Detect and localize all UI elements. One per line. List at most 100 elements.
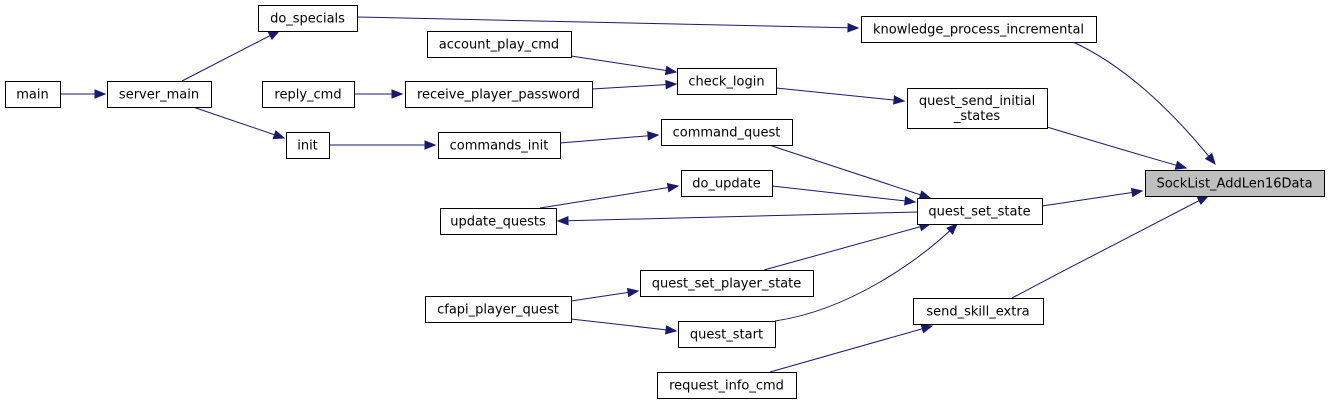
node-quest_start[interactable]: quest_start — [678, 321, 776, 348]
node-send_skill_extra[interactable]: send_skill_extra — [913, 298, 1044, 325]
node-cfapi_player_quest[interactable]: cfapi_player_quest — [425, 296, 572, 323]
node-label: commands_init — [450, 139, 549, 154]
edge-line — [1072, 41, 1216, 165]
edge-line — [192, 106, 285, 139]
node-box — [425, 296, 572, 323]
node-box — [657, 372, 797, 399]
node-box — [107, 81, 212, 108]
edge-knowledge_process_incremental-to-SockList_AddLen16Data — [1072, 41, 1216, 166]
arrowhead-icon — [424, 140, 437, 150]
edge-quest_set_state-to-SockList_AddLen16Data — [1041, 187, 1144, 207]
arrowhead-icon — [1196, 195, 1210, 205]
edge-command_quest-to-quest_set_state — [768, 144, 932, 200]
edge-line — [768, 144, 931, 199]
node-label: main — [16, 88, 48, 103]
edge-quest_send_initial_states-to-SockList_AddLen16Data — [1046, 126, 1188, 170]
arrowhead-icon — [920, 324, 934, 334]
node-label: account_play_cmd — [439, 38, 559, 53]
node-label: do_specials — [270, 12, 345, 27]
node-label: quest_send_initial — [919, 94, 1035, 109]
node-quest_set_player_state[interactable]: quest_set_player_state — [640, 270, 814, 297]
edge-line — [763, 223, 931, 271]
edge-update_quests-to-do_update — [539, 182, 680, 209]
arrowhead-icon — [893, 95, 906, 105]
edge-line — [1041, 190, 1143, 207]
node-commands_init[interactable]: commands_init — [438, 132, 561, 159]
edge-line — [771, 185, 916, 203]
arrowhead-icon — [267, 30, 281, 41]
node-label: receive_player_password — [417, 88, 580, 103]
arrowhead-icon — [665, 79, 678, 90]
arrowhead-icon — [847, 23, 860, 33]
node-label: update_quests — [450, 215, 546, 230]
arrowhead-icon — [94, 89, 107, 99]
edge-line — [591, 83, 677, 90]
node-label: SockList_AddLen16Data — [1156, 177, 1312, 192]
edge-line — [570, 290, 639, 302]
edge-line — [774, 223, 958, 322]
node-quest_send_initial_states[interactable]: quest_send_initial_states — [907, 88, 1048, 129]
edge-account_play_cmd-to-check_login — [570, 55, 678, 76]
node-request_info_cmd[interactable]: request_info_cmd — [657, 372, 797, 399]
node-label: quest_set_state — [928, 205, 1030, 220]
edge-line — [557, 211, 918, 222]
node-label: server_main — [119, 88, 199, 103]
node-box — [913, 298, 1044, 325]
edge-line — [570, 55, 677, 73]
edge-main-to-server_main — [60, 89, 107, 99]
node-box — [917, 198, 1043, 225]
node-init[interactable]: init — [286, 132, 330, 159]
arrowhead-icon — [1174, 160, 1188, 170]
node-label: do_update — [692, 177, 761, 192]
node-do_specials[interactable]: do_specials — [258, 5, 358, 32]
arrowhead-icon — [666, 182, 680, 193]
arrowhead-icon — [665, 325, 678, 335]
node-box — [438, 132, 561, 159]
node-box — [5, 81, 61, 108]
arrowhead-icon — [904, 196, 917, 206]
node-label: init — [297, 139, 318, 154]
node-SockList_AddLen16Data[interactable]: SockList_AddLen16Data — [1145, 170, 1325, 197]
edge-line — [775, 87, 905, 102]
arrowhead-icon — [918, 190, 932, 200]
node-label: knowledge_process_incremental — [873, 23, 1084, 38]
arrowhead-icon — [946, 223, 958, 235]
node-update_quests[interactable]: update_quests — [440, 208, 557, 235]
node-reply_cmd[interactable]: reply_cmd — [262, 81, 355, 108]
node-server_main[interactable]: server_main — [107, 81, 212, 108]
arrowhead-icon — [272, 130, 286, 140]
edge-do_update-to-quest_set_state — [771, 185, 917, 206]
edge-quest_set_player_state-to-quest_set_state — [763, 222, 932, 271]
node-command_quest[interactable]: command_quest — [661, 119, 793, 146]
node-knowledge_process_incremental[interactable]: knowledge_process_incremental — [861, 16, 1097, 43]
node-box — [661, 119, 793, 146]
edge-do_specials-to-knowledge_process_incremental — [356, 16, 860, 33]
node-label: send_skill_extra — [926, 305, 1029, 320]
edge-init-to-commands_init — [329, 140, 437, 150]
edge-commands_init-to-command_quest — [559, 131, 660, 144]
node-box — [1145, 170, 1325, 197]
node-label: _states — [953, 109, 1000, 124]
node-label: check_login — [688, 75, 764, 90]
node-box — [405, 81, 593, 108]
arrowhead-icon — [647, 131, 660, 141]
node-box — [258, 5, 358, 32]
node-receive_player_password[interactable]: receive_player_password — [405, 81, 593, 108]
node-box — [427, 31, 572, 58]
arrowhead-icon — [1130, 187, 1144, 198]
node-quest_set_state[interactable]: quest_set_state — [917, 198, 1043, 225]
edge-request_info_cmd-to-send_skill_extra — [769, 324, 934, 373]
arrowhead-icon — [391, 89, 404, 99]
node-check_login[interactable]: check_login — [677, 68, 777, 95]
node-label: cfapi_player_quest — [437, 303, 559, 318]
edge-cfapi_player_quest-to-quest_start — [570, 318, 678, 335]
node-box — [677, 68, 777, 95]
edge-quest_set_state-to-update_quests — [556, 211, 918, 226]
node-main[interactable]: main — [5, 81, 61, 108]
node-do_update[interactable]: do_update — [681, 170, 773, 197]
edge-line — [539, 185, 679, 209]
node-account_play_cmd[interactable]: account_play_cmd — [427, 31, 572, 58]
edge-line — [1046, 126, 1187, 169]
